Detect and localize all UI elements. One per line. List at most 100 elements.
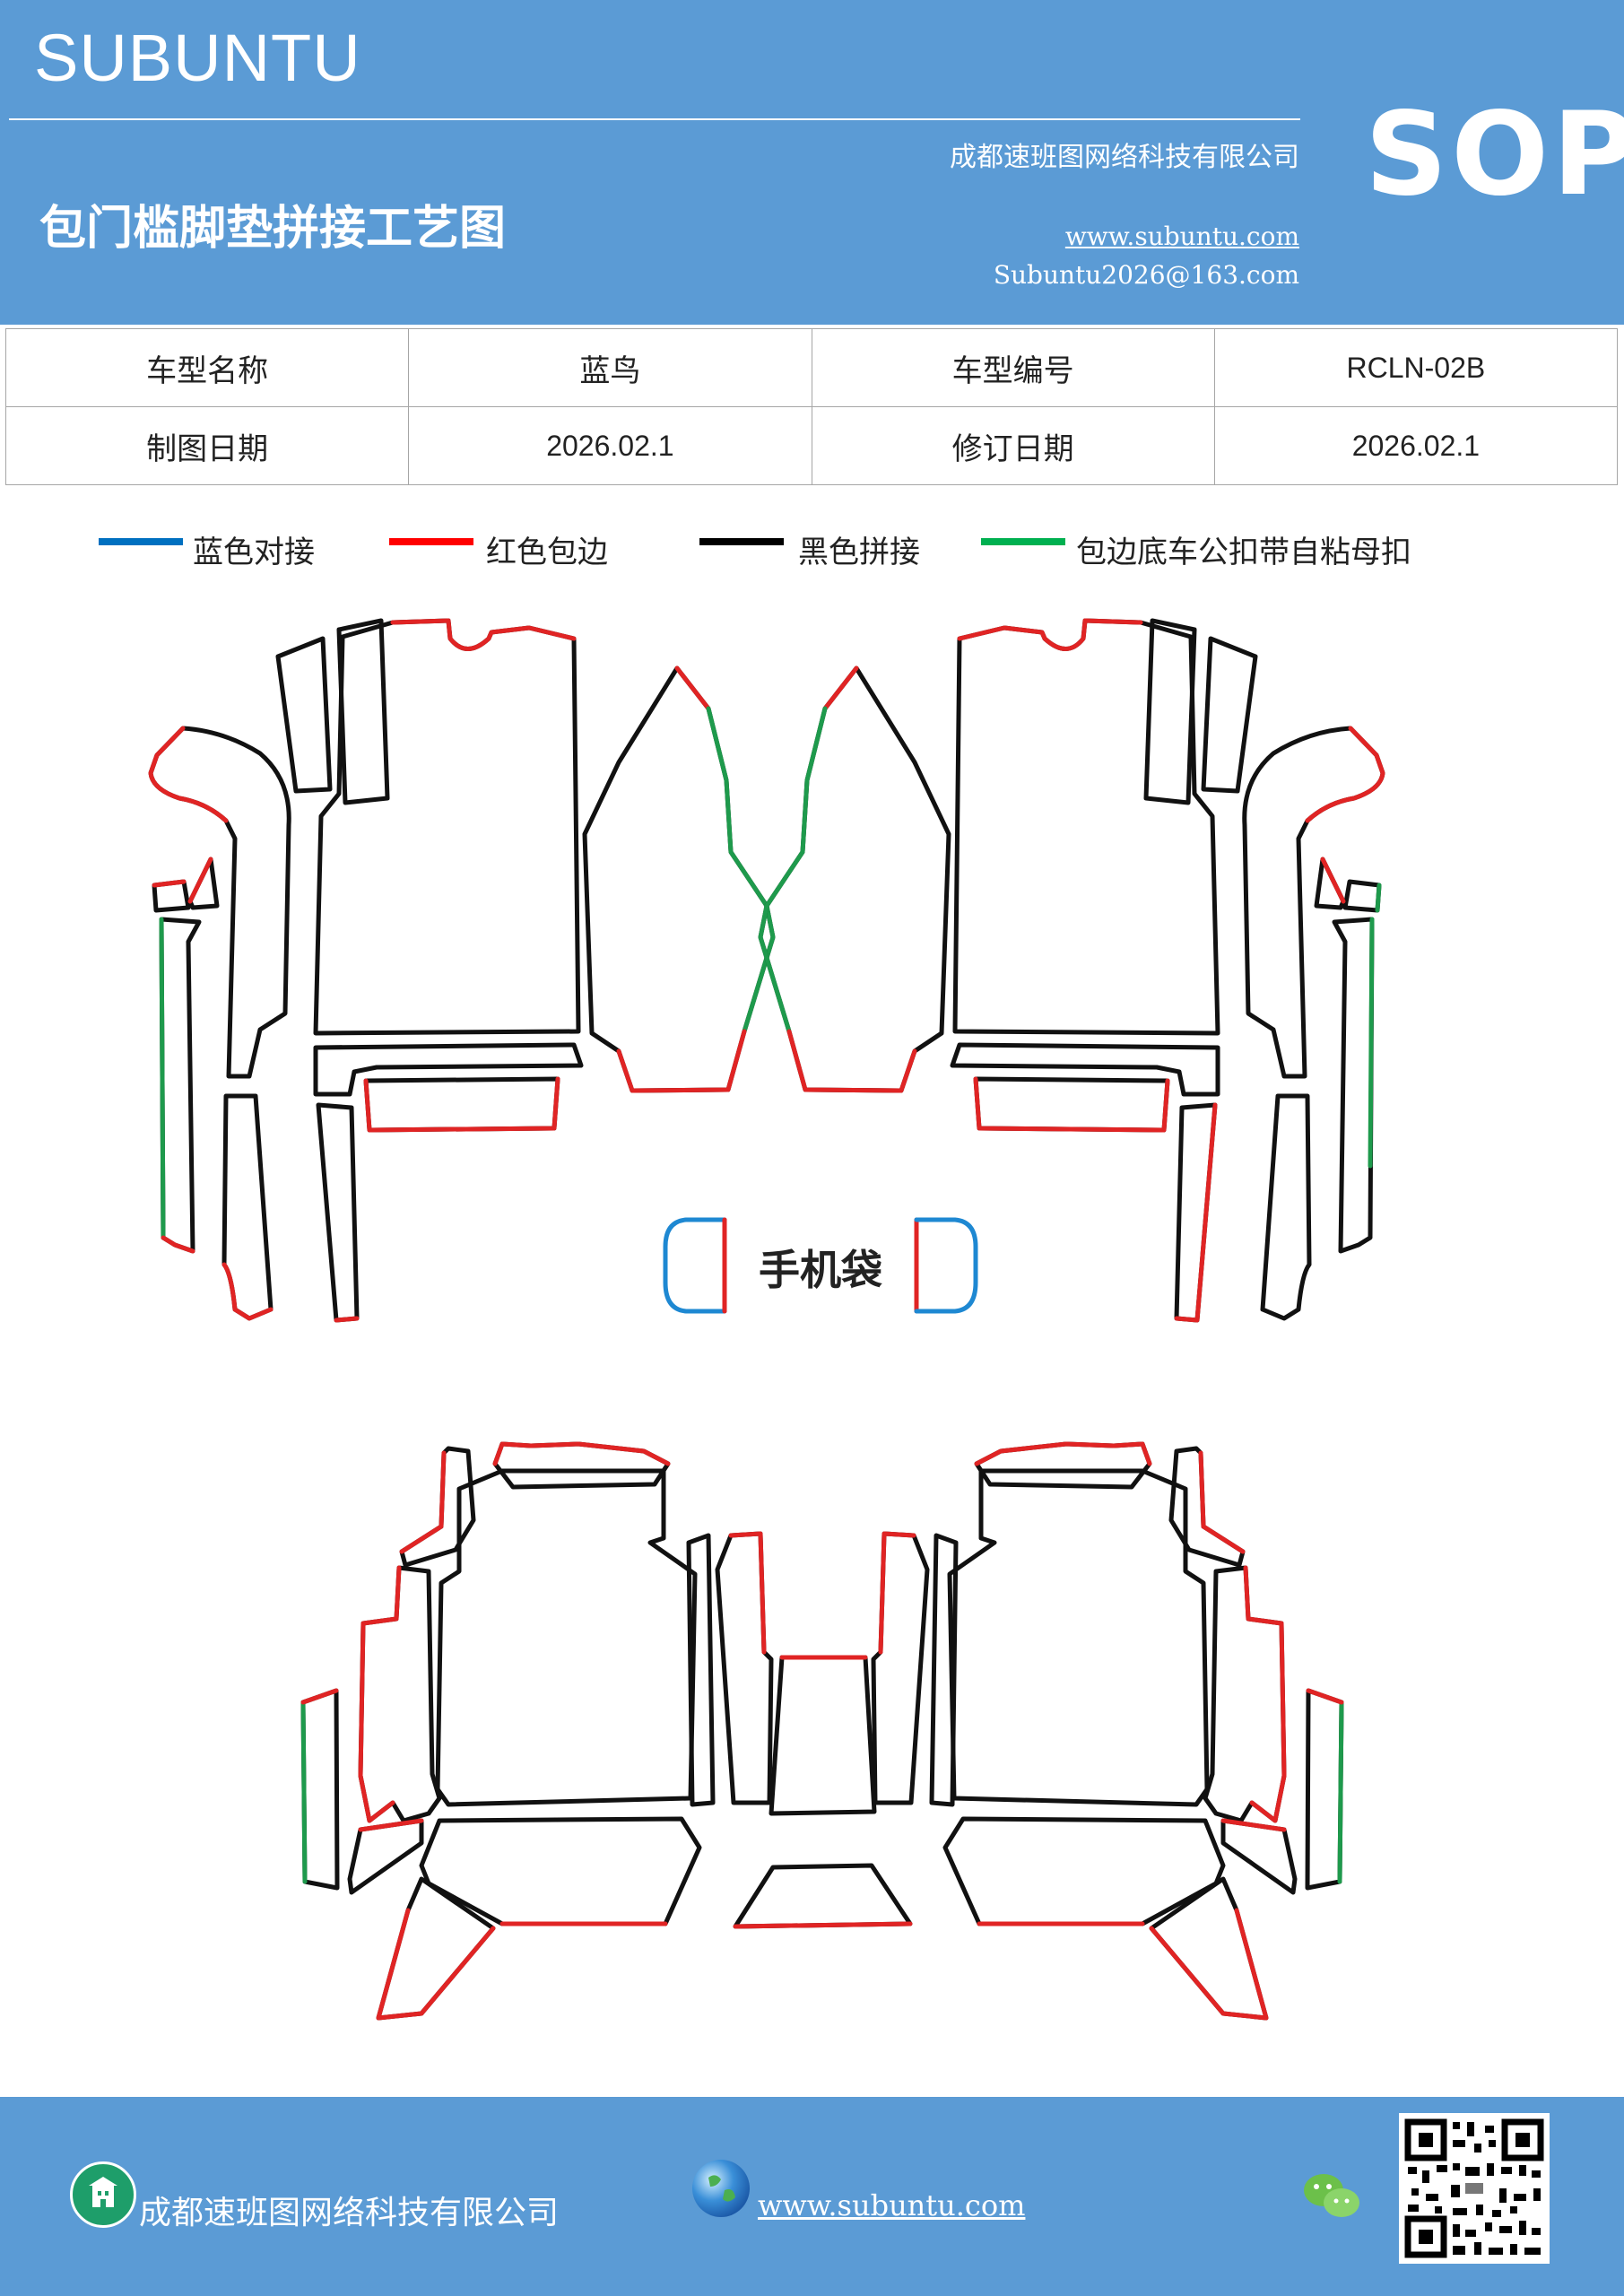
phone-pocket-label: 手机袋 <box>759 1246 882 1294</box>
mat-edge-binding <box>1306 1688 1344 1705</box>
mat-piece <box>1143 618 1197 805</box>
mat-piece <box>1305 1688 1344 1891</box>
mat-velcro-edge <box>159 917 166 1240</box>
mat-piece <box>1314 857 1346 910</box>
header-website-link[interactable]: www.subuntu.com <box>1064 222 1299 251</box>
phone-pocket-right-edge <box>914 1217 978 1314</box>
mat-piece <box>733 1863 913 1929</box>
mat-piece <box>1168 1446 1246 1568</box>
mat-edge-binding <box>822 665 859 711</box>
legend-label: 红色包边 <box>486 535 608 570</box>
front-right-mat-group <box>758 618 1385 1323</box>
legend-label: 蓝色对接 <box>193 535 315 570</box>
mat-edge-binding <box>161 1235 195 1254</box>
vehicle-info-table: 车型名称 蓝鸟 车型编号 RCLN-02B 制图日期 2026.02.1 修订日… <box>4 328 1619 485</box>
floor-mat-splice-diagram: 手机袋 <box>148 618 1385 2021</box>
mat-edge-binding <box>878 1531 916 1655</box>
mat-velcro-edge <box>706 706 776 1034</box>
mat-edge-binding <box>1174 1102 1218 1323</box>
mat-edge-binding <box>334 1316 360 1323</box>
footer-website-link[interactable]: www.subuntu.com <box>758 2188 1026 2222</box>
table-cell: 修订日期 <box>811 406 1215 485</box>
mat-edge-binding <box>187 857 213 904</box>
qr-code <box>1399 2113 1550 2264</box>
mat-edge-binding <box>358 1565 402 1823</box>
mat-piece <box>275 636 333 794</box>
phone-pocket-left-edge <box>663 1217 727 1314</box>
table-cell: 2026.02.1 <box>1213 406 1619 485</box>
mat-piece <box>973 1076 1170 1133</box>
mat-edge-binding <box>390 618 577 651</box>
mat-velcro-edge <box>1375 883 1382 913</box>
mat-edge-binding <box>616 1029 747 1093</box>
mat-edge-binding <box>1198 1450 1246 1554</box>
mat-edge-binding <box>148 726 229 823</box>
mat-edge-binding <box>492 1441 671 1466</box>
mat-edge-binding <box>957 618 1143 651</box>
mat-piece <box>1260 1093 1312 1321</box>
brand-logo: SUBUNTU <box>34 21 361 95</box>
mat-edge-binding <box>733 1921 913 1929</box>
table-cell: 蓝鸟 <box>408 328 812 407</box>
mat-piece <box>686 1533 716 1807</box>
mat-edge-binding <box>300 1688 339 1705</box>
mat-piece <box>947 1468 1210 1807</box>
header-divider <box>9 118 1300 120</box>
wechat-icon <box>1302 2170 1361 2226</box>
mat-edge-binding <box>1243 1565 1287 1823</box>
mat-edge-binding <box>1320 857 1346 904</box>
mat-piece <box>1342 879 1382 913</box>
mat-piece <box>1332 917 1375 1254</box>
mat-edge-binding <box>786 1029 917 1093</box>
mat-velcro-edge <box>1337 1700 1344 1884</box>
table-cell: RCLN-02B <box>1213 328 1619 407</box>
mat-piece <box>316 1102 360 1323</box>
mat-edge-binding <box>152 879 187 888</box>
rear-center-mat-group <box>733 1655 913 1929</box>
globe-icon <box>692 2160 750 2217</box>
rear-left-mat-group <box>300 1441 774 2021</box>
building-icon <box>70 2161 136 2228</box>
sop-badge: SOP <box>1365 88 1624 222</box>
mat-edge-binding <box>974 1441 1152 1466</box>
phone-pocket-group: 手机袋 <box>663 1217 978 1314</box>
table-cell: 制图日期 <box>4 406 410 485</box>
mat-piece <box>399 1446 476 1568</box>
mat-edge-binding <box>973 1076 1170 1133</box>
mat-edge-binding <box>399 1450 447 1554</box>
table-row: 制图日期 2026.02.1 修订日期 2026.02.1 <box>4 406 1619 485</box>
mat-edge-binding <box>728 1531 767 1655</box>
mat-piece <box>1174 1102 1218 1323</box>
rear-right-mat-group <box>871 1441 1344 2021</box>
mat-piece <box>1242 726 1385 1079</box>
legend-swatch-green <box>981 538 1065 545</box>
mat-edge-binding <box>376 1908 496 2021</box>
mat-edge-binding <box>1305 726 1385 823</box>
table-row: 车型名称 蓝鸟 车型编号 RCLN-02B <box>4 328 1619 407</box>
mat-velcro-edge <box>1368 917 1375 1169</box>
mat-piece <box>358 1565 442 1823</box>
header-company-name: 成都速班图网络科技有限公司 <box>950 142 1299 173</box>
mat-velcro-edge <box>300 1700 308 1884</box>
footer-company-name: 成都速班图网络科技有限公司 <box>139 2195 560 2231</box>
header-email: Subuntu2026@163.com <box>993 260 1299 290</box>
footer-banner: 成都速班图网络科技有限公司 www.subuntu.com <box>0 2097 1624 2296</box>
mat-piece <box>187 857 220 910</box>
mat-piece <box>929 1533 959 1807</box>
mat-piece <box>313 1042 584 1097</box>
mat-piece <box>1203 1565 1287 1823</box>
mat-piece <box>148 726 291 1079</box>
table-cell: 车型名称 <box>4 328 410 407</box>
mat-piece <box>300 1688 340 1891</box>
mat-edge-binding <box>363 1076 560 1133</box>
legend-swatch-blue <box>99 538 183 545</box>
mat-velcro-edge <box>758 706 828 1034</box>
mat-piece <box>159 917 202 1254</box>
mat-edge-binding <box>358 1818 424 1832</box>
mat-edge-binding <box>1220 1818 1287 1832</box>
legend-label: 黑色拼接 <box>798 535 920 570</box>
mat-piece <box>336 618 390 805</box>
mat-piece <box>313 618 581 1036</box>
front-left-mat-group <box>148 618 776 1323</box>
mat-piece <box>1201 636 1258 794</box>
